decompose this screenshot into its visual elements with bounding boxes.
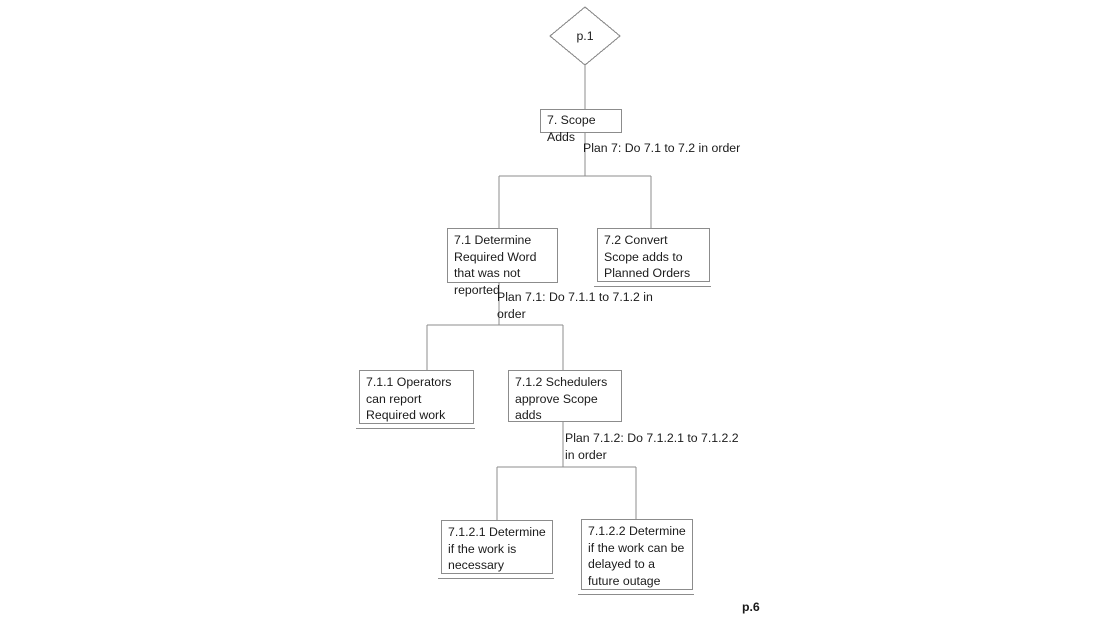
terminal-underline-7-1-2-1 (438, 578, 554, 579)
plan-label-7: Plan 7: Do 7.1 to 7.2 in order (583, 141, 741, 155)
terminal-underline-7-2 (594, 286, 711, 287)
task-node-7-2[interactable]: 7.2 Convert Scope adds to Planned Orders (597, 228, 710, 282)
task-node-7-1-1[interactable]: 7.1.1 Operators can report Required work (359, 370, 474, 424)
plan-label-7-1-2: Plan 7.1.2: Do 7.1.2.1 to 7.1.2.2 in ord… (565, 431, 739, 462)
task-node-7[interactable]: 7. Scope Adds (540, 109, 622, 144)
task-node-7-1[interactable]: 7.1 Determine Required Word that was not… (447, 228, 558, 297)
task-node-7-1-2[interactable]: 7.1.2 Schedulers approve Scope adds (508, 370, 622, 422)
page-label: p.6 (742, 600, 760, 614)
terminal-underline-7-1-1 (356, 428, 475, 429)
task-node-7-1-2-2[interactable]: 7.1.2.2 Determine if the work can be del… (581, 519, 693, 590)
terminal-underline-7-1-2-2 (578, 594, 694, 595)
task-node-7-1-2-1[interactable]: 7.1.2.1 Determine if the work is necessa… (441, 520, 553, 574)
plan-label-7-1: Plan 7.1: Do 7.1.1 to 7.1.2 in order (497, 290, 653, 321)
entry-marker-label: p.1 (576, 29, 594, 43)
